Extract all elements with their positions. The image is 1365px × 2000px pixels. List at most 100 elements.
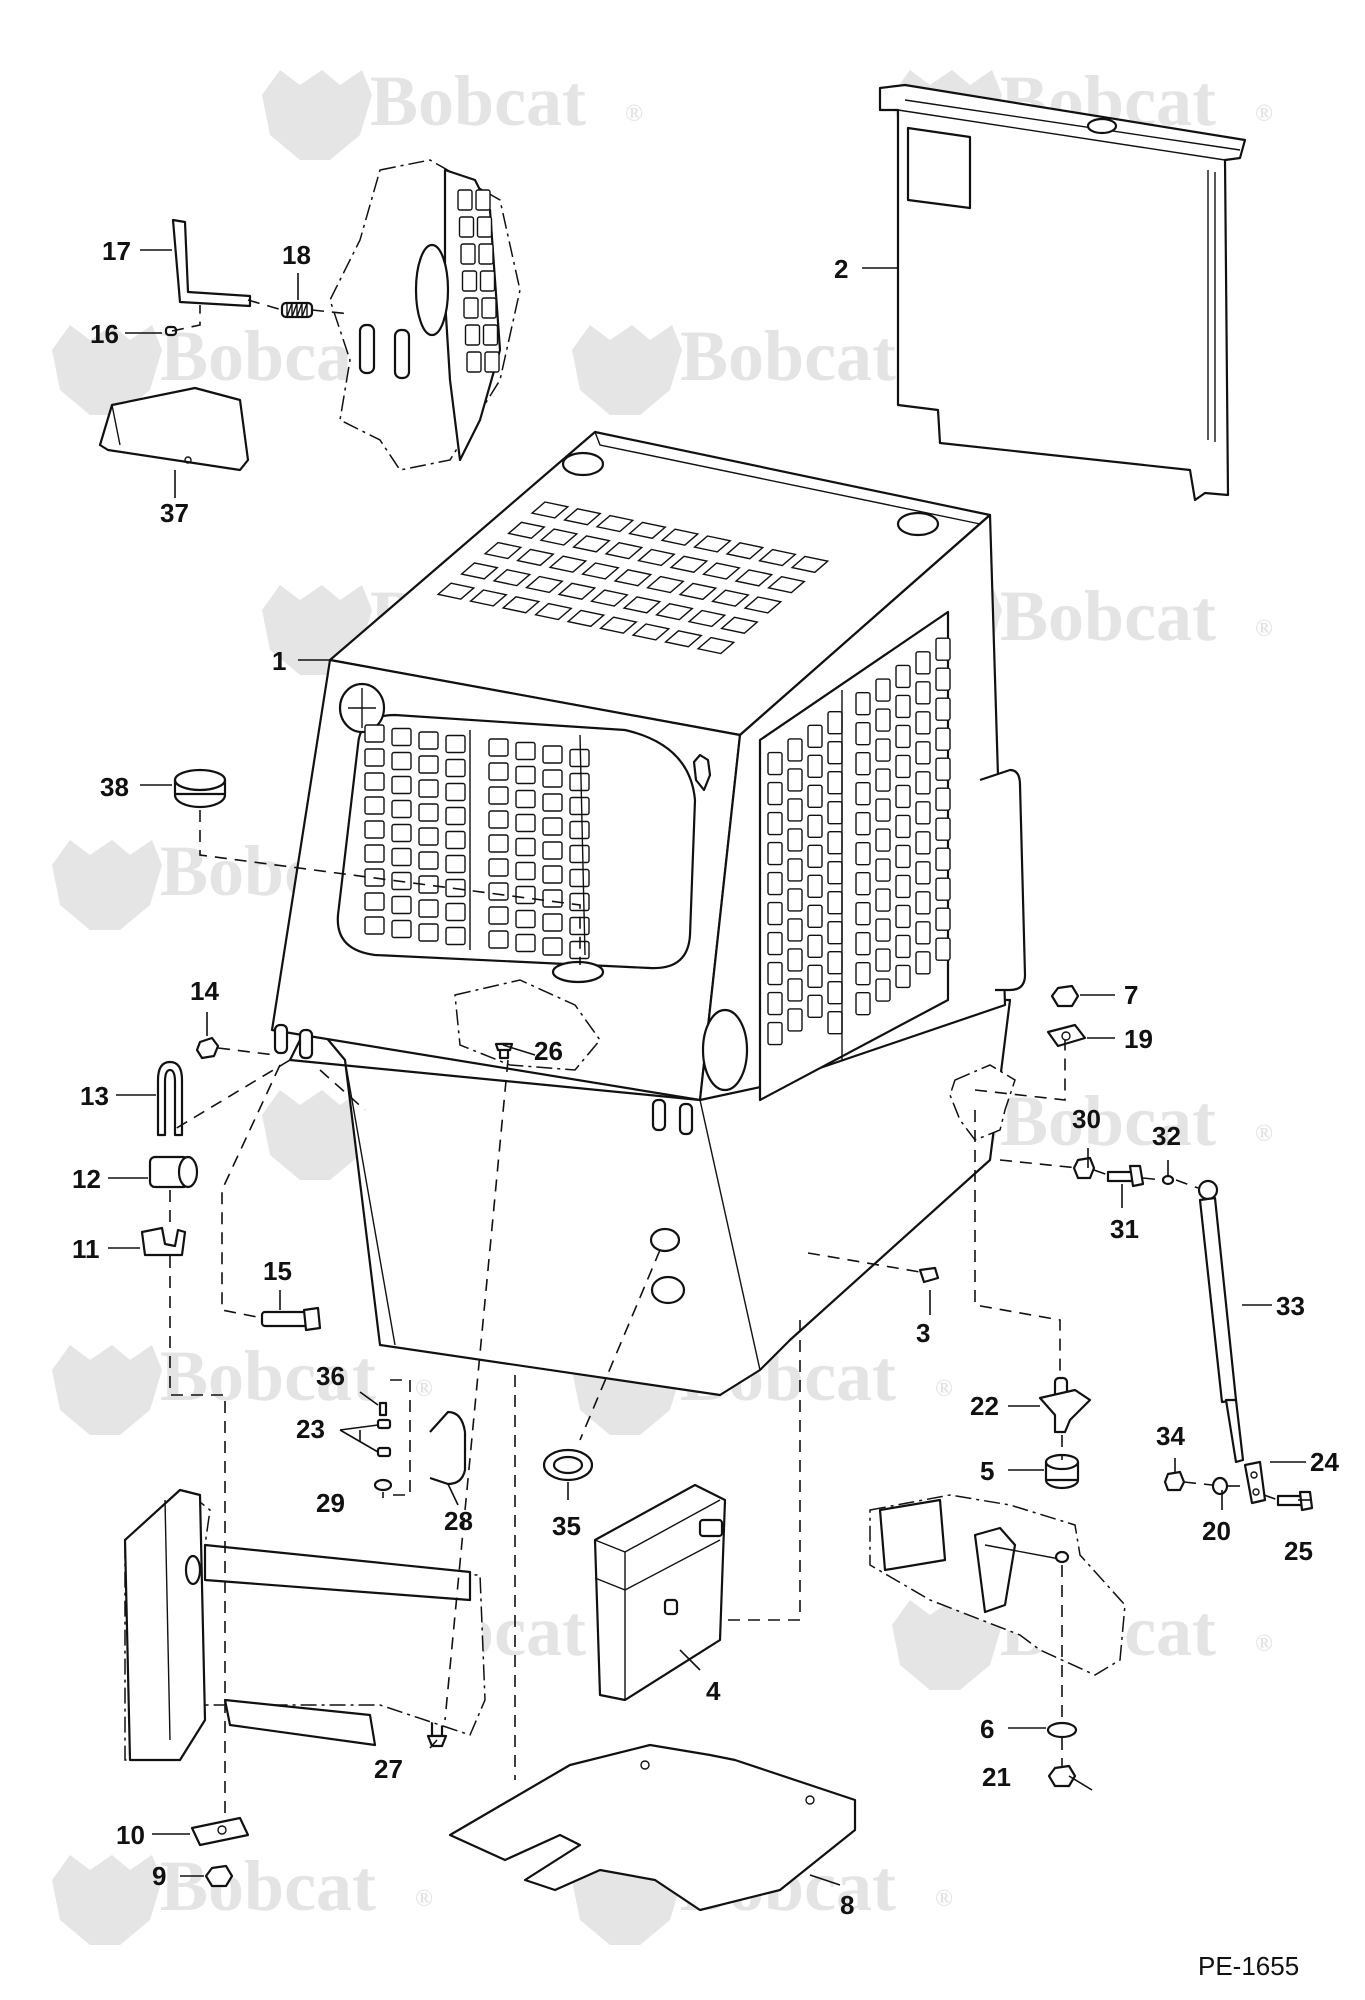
part-36-bolt[interactable] [378,1401,388,1417]
part-38-cap[interactable] [173,768,227,809]
watermark-text: Bobcat [680,316,896,396]
callout-25: 25 [1284,1536,1313,1566]
callout-12: 12 [72,1164,101,1194]
callout-27: 27 [374,1754,403,1784]
callout-16: 16 [90,319,119,349]
alignment-lines [169,299,1279,1818]
part-25-bolt[interactable] [1276,1490,1314,1512]
callout-19: 19 [1124,1024,1153,1054]
callout-2: 2 [834,254,848,284]
part-33-gas-spring[interactable] [1197,1179,1245,1464]
part-3-screw[interactable] [918,1266,940,1284]
callout-36: 36 [316,1361,345,1391]
callout-13: 13 [80,1081,109,1111]
cab-mount-cutaway-right [949,1064,1016,1141]
callout-17: 17 [102,236,131,266]
callout-29: 29 [316,1488,345,1518]
part-30-nut[interactable] [1072,1156,1096,1180]
part-12-bushing[interactable] [148,1155,199,1189]
part-24-bracket[interactable] [1243,1460,1267,1505]
watermark-text: Bobcat [1000,576,1216,656]
watermark-text: Bobcat [160,1846,376,1926]
callout-38: 38 [100,772,129,802]
callout-26: 26 [534,1036,563,1066]
roof-vent-grille [436,501,830,655]
part-21-nut[interactable] [1047,1764,1077,1788]
callout-6: 6 [980,1714,994,1744]
part-32-clip[interactable] [1161,1174,1175,1186]
part-5-isolator[interactable] [1044,1453,1080,1490]
part-4-storage-box[interactable] [593,1483,727,1702]
callout-8: 8 [840,1890,854,1920]
part-7-nut[interactable] [1050,984,1080,1008]
callout-4: 4 [706,1676,721,1706]
callout-20: 20 [1202,1516,1231,1546]
part-8-floor-plate[interactable] [448,1743,857,1912]
part-6-washer[interactable] [1046,1721,1078,1739]
watermark-registered-mark: ® [625,101,643,127]
top-left-detail [329,159,521,471]
part-17-latch-pin[interactable] [171,218,252,308]
document-id: PE-1655 [1198,1951,1299,1981]
part-18-spring[interactable] [280,301,314,319]
part-11-clamp[interactable] [140,1226,187,1257]
callout-1: 1 [272,646,286,676]
callout-35: 35 [552,1511,581,1541]
part-16-retainer[interactable] [164,325,178,337]
watermark-text: Bobcat [370,61,586,141]
part-2-rear-panel[interactable] [878,83,1247,502]
callout-10: 10 [116,1820,145,1850]
watermark: Bobcat ® [52,1846,433,1945]
part-29-nut[interactable] [373,1478,393,1492]
watermark-registered-mark: ® [415,1376,433,1402]
part-34-nut[interactable] [1163,1470,1186,1492]
part-35-grommet[interactable] [542,1448,594,1482]
callout-32: 32 [1152,1121,1181,1151]
watermark-registered-mark: ® [935,1886,953,1912]
callout-9: 9 [152,1861,166,1891]
callout-22: 22 [970,1391,999,1421]
watermark-registered-mark: ® [1255,1631,1273,1657]
watermark: Bobcat ® [52,1336,433,1435]
part-37-cover-plate[interactable] [98,386,250,472]
watermark-registered-mark: ® [1255,1121,1273,1147]
front-window-grille [364,724,590,960]
watermark-registered-mark: ® [1255,101,1273,127]
watermark-text: Bobcat [160,1336,376,1416]
watermark-text: Bobcat [1000,1081,1216,1161]
watermark-registered-mark: ® [935,1376,953,1402]
callout-31: 31 [1110,1214,1139,1244]
part-23-washer[interactable] [376,1418,392,1458]
callout-21: 21 [982,1762,1011,1792]
callout-5: 5 [980,1456,994,1486]
part-28-bracket[interactable] [429,1410,467,1486]
callout-18: 18 [282,240,311,270]
part-9-nut[interactable] [204,1864,234,1888]
part-1-cab-frame[interactable] [270,430,1027,1397]
leader-lines [108,249,1310,1886]
part-10-mount-plate[interactable] [190,1816,250,1847]
callout-23: 23 [296,1414,325,1444]
part-13-u-bolt[interactable] [156,1060,184,1137]
part-31-bolt[interactable] [1106,1164,1145,1188]
callout-37: 37 [160,498,189,528]
callout-14: 14 [190,976,219,1006]
callout-11: 11 [72,1234,100,1264]
part-22-mount-bracket[interactable] [1038,1376,1092,1434]
watermark: Bobcat® [572,316,953,415]
watermark-registered-mark: ® [415,1886,433,1912]
part-19-washer[interactable] [1046,1023,1087,1048]
callout-3: 3 [916,1318,930,1348]
part-26-screw[interactable] [494,1042,514,1060]
part-14-nut[interactable] [195,1036,220,1060]
part-20-spacer[interactable] [1211,1476,1229,1496]
side-door-grille [767,637,951,1060]
cutaway-grille [457,189,500,373]
watermark-registered-mark: ® [1255,616,1273,642]
left-support-frame [123,1488,486,1762]
part-15-bolt[interactable] [260,1306,322,1332]
callout-30: 30 [1072,1104,1101,1134]
callout-24: 24 [1310,1447,1339,1477]
